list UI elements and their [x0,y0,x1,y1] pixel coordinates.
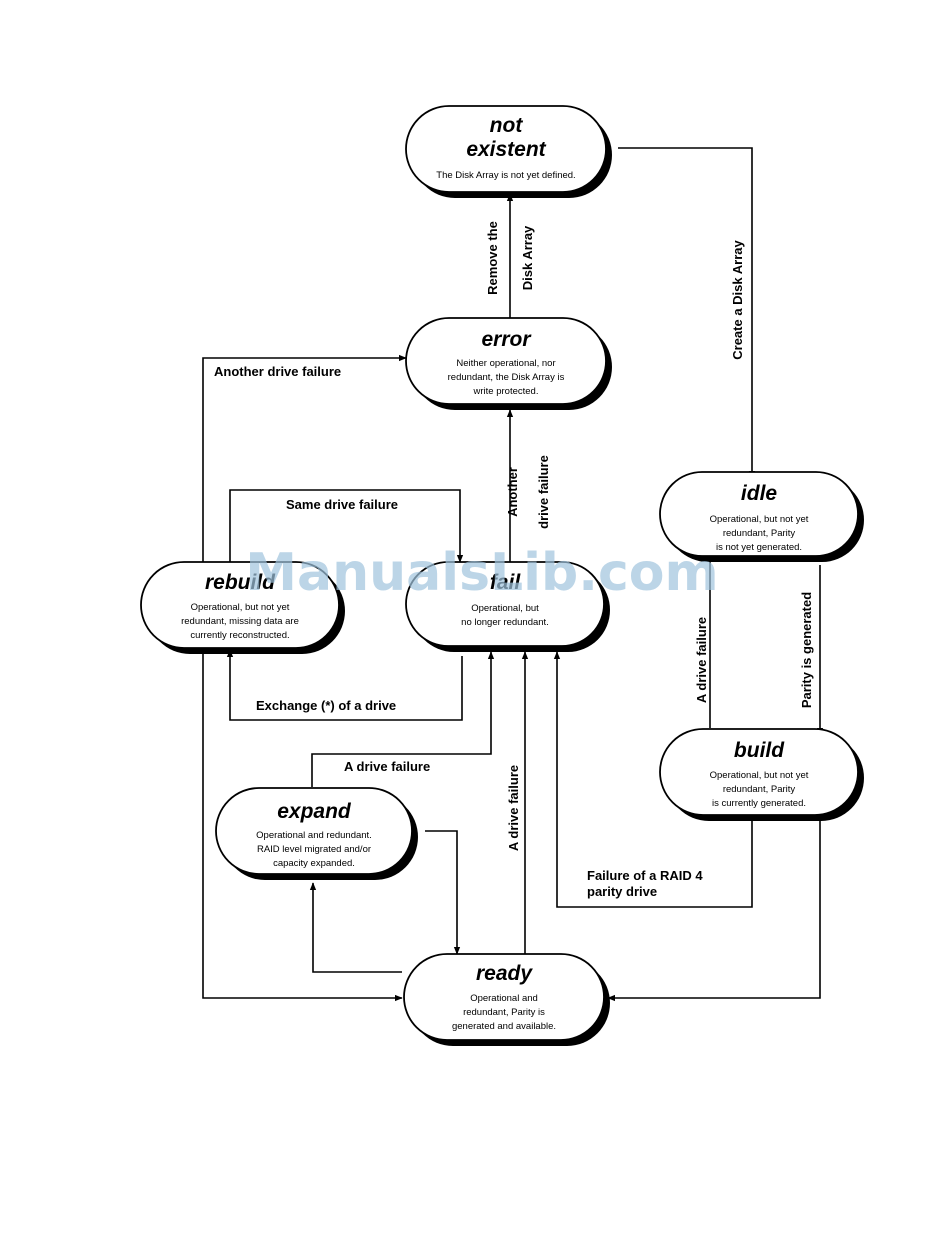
watermark: ManualsLib.com [245,543,718,603]
state-title: idle [741,482,777,505]
edge-rebuild-to-ready [202,654,403,1002]
edge-create-disk-array [618,147,756,479]
state-title: error [481,328,532,351]
label-a-drive-failure-build: A drive failure [694,617,709,703]
state-title: expand [277,800,352,823]
state-title: fail [490,571,522,594]
label-parity-is-generated: Parity is generated [799,592,814,708]
label-a-drive-failure-ready: A drive failure [506,765,521,851]
edge-another-drive-failure-rebuild [202,354,407,562]
state-description: The Disk Array is not yet defined. [436,170,575,181]
edge-expand-to-fail [311,651,495,787]
edge-expand-to-ready [425,830,461,955]
edge-build-to-ready [607,820,821,1002]
label-exchange-drive: Exchange (*) of a drive [256,698,396,713]
label-a-drive-failure-expand: A drive failure [344,759,430,774]
state-title: ready [476,962,533,985]
edge-same-drive-failure [229,489,464,565]
label-same-drive-failure: Same drive failure [286,497,398,512]
edge-ready-to-expand [309,882,402,973]
state-title: rebuild [205,571,276,594]
state-expand: expand Operational and redundant.RAID le… [215,787,418,880]
state-description: Operational and redundant.RAID level mig… [256,830,372,869]
label-another-drive-failure-rebuild: Another drive failure [214,364,341,379]
state-title: build [734,739,785,762]
label-create-disk-array: Create a Disk Array [730,239,745,359]
edge-raid4-parity-failure [553,651,753,908]
edge-exchange-drive [226,649,463,721]
